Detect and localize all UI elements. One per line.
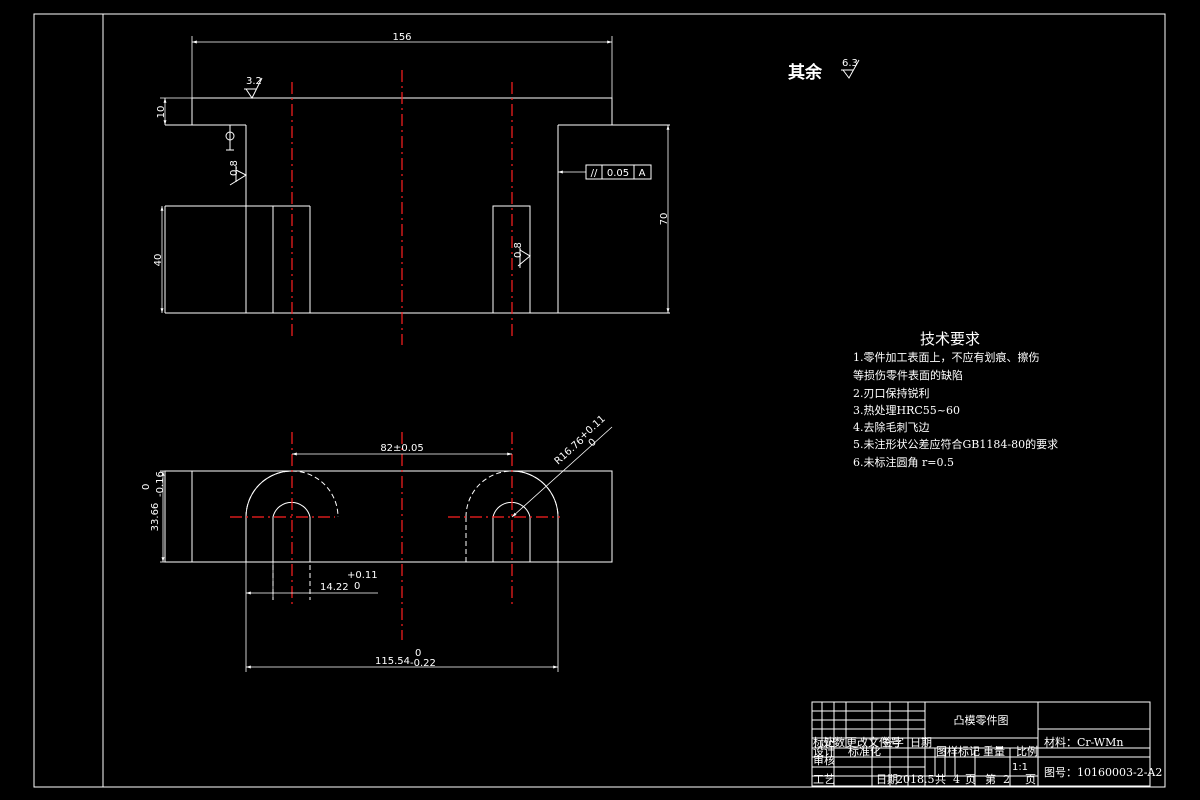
svg-text:处数: 处数 <box>823 736 845 749</box>
svg-text:比例: 比例 <box>1016 744 1038 758</box>
svg-text:共: 共 <box>935 773 946 786</box>
svg-text:+0.11: +0.11 <box>578 414 608 443</box>
outer-frame <box>33 13 1166 788</box>
part-name: 凸模零件图 <box>954 714 1009 727</box>
svg-text:-0.22: -0.22 <box>410 658 436 669</box>
tech-req-title: 技术要求 <box>920 330 980 348</box>
svg-text:0: 0 <box>141 484 152 490</box>
plan-view: 82±0.05 R16.76 +0.11 0 33.66 0 -0.16 14.… <box>141 414 613 672</box>
svg-text:设计: 设计 <box>813 745 835 758</box>
dim-10: 10 <box>156 106 167 119</box>
tech-req-item: 4.去除毛刺飞边 <box>853 420 930 434</box>
dim-40: 40 <box>153 254 164 267</box>
svg-text:0.05: 0.05 <box>607 168 629 179</box>
svg-text:0: 0 <box>587 437 599 449</box>
dim-height-plan: 33.66 <box>150 503 161 532</box>
svg-text:日期: 日期 <box>876 773 898 786</box>
tech-req-item: 1.零件加工表面上，不应有划痕、擦伤 <box>853 350 1040 364</box>
svg-text:4: 4 <box>953 773 960 786</box>
svg-text:日期: 日期 <box>910 736 932 749</box>
svg-text://: // <box>591 168 598 179</box>
svg-text:3.2: 3.2 <box>246 76 262 87</box>
svg-text:标准化: 标准化 <box>848 744 881 758</box>
drawing-number: 图号：10160003-2-A2 <box>1044 766 1162 779</box>
svg-text:2: 2 <box>1003 773 1010 786</box>
front-view: 156 10 70 40 3.2 0.8 <box>153 32 670 345</box>
dim-radius: R16.76 <box>553 435 587 467</box>
title-block: 凸模零件图 材料：Cr-WMn 图号：10160003-2-A2 1:1 标记 … <box>811 701 1162 787</box>
dim-spacing: 82±0.05 <box>380 443 423 454</box>
tech-req-item: 3.热处理HRC55~60 <box>853 404 960 417</box>
roughness-symbol-left1 <box>225 125 235 151</box>
tech-req-item: 等损伤零件表面的缺陷 <box>853 368 963 382</box>
svg-text:页: 页 <box>965 773 976 786</box>
dim-70: 70 <box>659 213 670 226</box>
svg-text:0: 0 <box>354 581 360 592</box>
svg-text:6.3: 6.3 <box>842 58 858 69</box>
tech-req-item: 2.刃口保持锐利 <box>853 386 930 400</box>
svg-text:0: 0 <box>415 648 421 659</box>
svg-text:0.8: 0.8 <box>229 160 240 176</box>
parallelism-tolerance-frame: // 0.05 A <box>558 164 652 180</box>
inner-frame <box>102 13 1166 788</box>
svg-text:审核: 审核 <box>813 753 835 767</box>
svg-text:图样标记: 图样标记 <box>936 744 980 758</box>
roughness-symbol-left2: 0.8 <box>229 160 248 186</box>
svg-text:页: 页 <box>1025 773 1036 786</box>
svg-text:更改文件号: 更改文件号 <box>846 735 901 749</box>
rest-roughness-note: 其余 6.3 <box>788 58 860 83</box>
svg-text:重量: 重量 <box>983 744 1005 758</box>
svg-text:标记: 标记 <box>813 735 835 749</box>
svg-text:0.8: 0.8 <box>513 242 524 258</box>
svg-text:-0.16: -0.16 <box>155 471 166 497</box>
technical-requirements: 技术要求 1.零件加工表面上，不应有划痕、擦伤 等损伤零件表面的缺陷 2.刃口保… <box>853 330 1058 469</box>
svg-text:A: A <box>639 168 646 179</box>
svg-text:其余: 其余 <box>788 62 823 83</box>
tech-req-item: 5.未注形状公差应符合GB1184-80的要求 <box>853 437 1058 451</box>
svg-text:+0.11: +0.11 <box>347 570 378 581</box>
svg-text:签字: 签字 <box>882 735 904 749</box>
svg-text:工艺: 工艺 <box>813 773 835 786</box>
svg-text:2018.5: 2018.5 <box>896 773 935 786</box>
svg-text:第: 第 <box>985 772 996 786</box>
scale-value: 1:1 <box>1012 762 1028 773</box>
roughness-symbol-top: 3.2 <box>244 76 263 99</box>
roughness-symbol-right: 0.8 <box>513 242 531 268</box>
tech-req-item: 6.未标注圆角 r=0.5 <box>853 455 954 469</box>
dim-width-bottom: 115.54 <box>375 656 410 667</box>
material: 材料：Cr-WMn <box>1044 735 1123 749</box>
dim-slot-width: 14.22 <box>320 582 349 593</box>
dim-156: 156 <box>392 32 411 43</box>
